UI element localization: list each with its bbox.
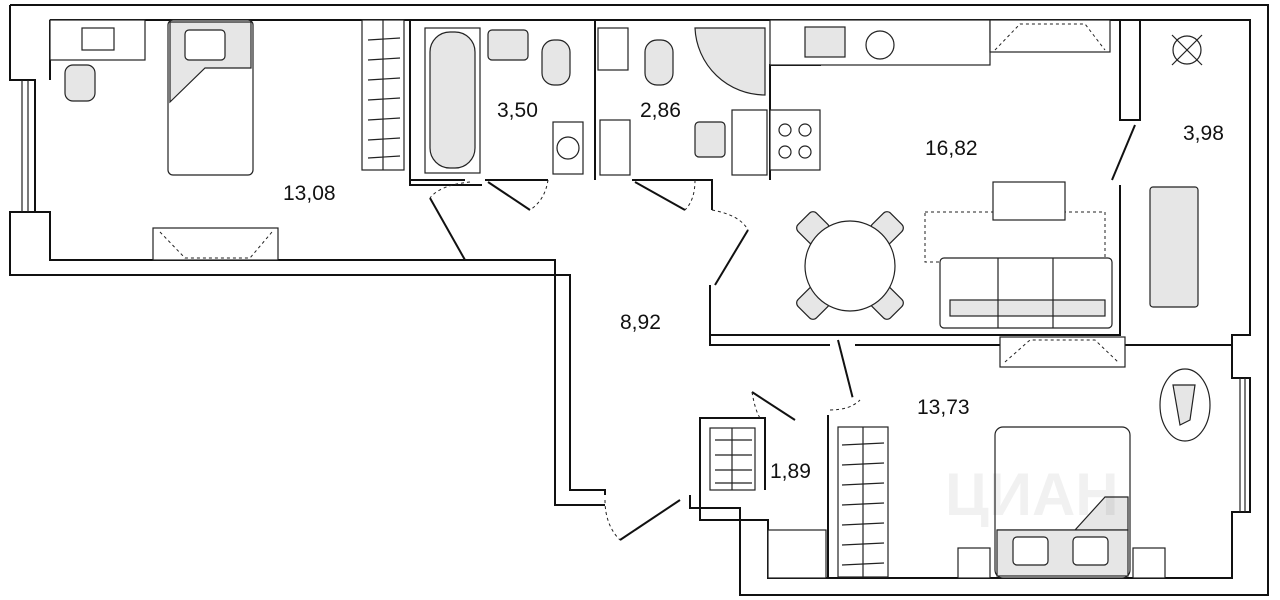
door-bedroom-2[interactable]	[828, 339, 862, 398]
door-bathroom[interactable]	[487, 181, 531, 211]
shower-icon	[694, 27, 766, 96]
door-kitchen[interactable]	[714, 229, 749, 286]
kitchen-sink-icon	[804, 26, 846, 58]
pillow-icon	[1012, 536, 1049, 566]
sofa	[939, 257, 1113, 329]
dining-table	[796, 211, 904, 320]
interior-walls	[409, 20, 1232, 578]
area-loggia: 3,98	[1183, 122, 1224, 145]
toilet-fixtures	[597, 27, 768, 176]
bathroom-fixtures	[424, 27, 584, 175]
pillow-icon	[184, 29, 226, 61]
chair-icon	[64, 64, 96, 102]
closet-shelves	[709, 427, 827, 579]
nightstand	[957, 547, 991, 579]
bedroom-1-furniture	[49, 19, 405, 261]
door-closet[interactable]	[751, 391, 796, 421]
area-toilet: 2,86	[640, 99, 681, 122]
area-kitchen-living: 16,82	[925, 137, 978, 160]
kitchen-living-furniture	[769, 19, 1199, 368]
doors[interactable]	[429, 124, 1136, 541]
area-wardrobe: 1,89	[770, 460, 811, 483]
door-toilet[interactable]	[634, 181, 686, 211]
armchair	[1149, 186, 1199, 308]
tv-stand	[152, 227, 279, 261]
area-bedroom-2: 13,73	[917, 396, 970, 419]
sink-icon	[694, 121, 726, 158]
room-labels: 13,08 3,50 2,86 16,82 3,98 8,92 13,73 1,…	[283, 99, 1224, 483]
entrance-door[interactable]	[619, 499, 681, 541]
window-sill	[989, 19, 1111, 53]
door-bedroom-1[interactable]	[429, 197, 466, 261]
pillow-icon	[1072, 536, 1109, 566]
tv-icon	[992, 181, 1066, 221]
watermark-logo: ЦИАН	[945, 461, 1119, 528]
door-loggia[interactable]	[1111, 124, 1136, 181]
tv-stand-2	[999, 336, 1126, 368]
toilet-icon	[644, 39, 674, 86]
bathtub-basin	[429, 31, 476, 169]
area-hallway: 8,92	[620, 311, 661, 334]
laptop-icon	[81, 27, 115, 51]
area-bathroom: 3,50	[497, 99, 538, 122]
sink-icon	[487, 29, 529, 61]
stove	[769, 109, 821, 171]
nightstand	[1132, 547, 1166, 579]
toilet-icon	[541, 39, 571, 86]
bedroom-2-furniture	[837, 368, 1211, 579]
plant-icon	[1171, 34, 1203, 66]
outer-walls	[9, 4, 1269, 596]
area-bedroom-1: 13,08	[283, 182, 336, 205]
